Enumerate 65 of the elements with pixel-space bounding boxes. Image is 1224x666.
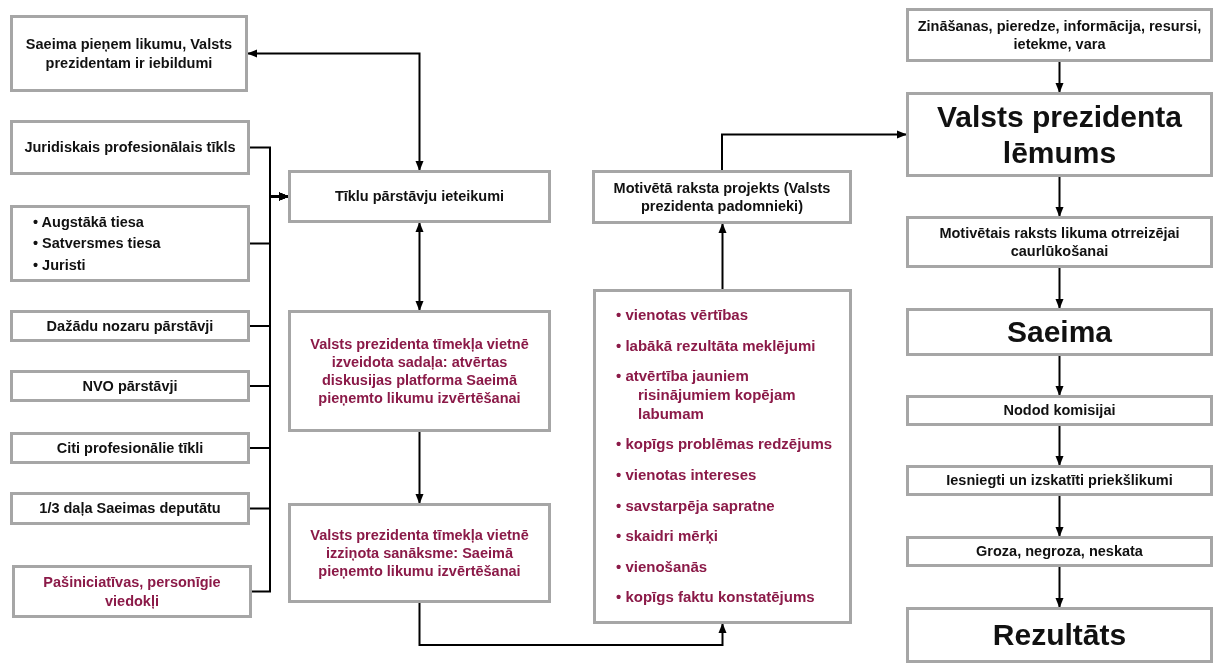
process-box bbox=[906, 216, 1213, 268]
box-label: Valsts prezidenta tīmekļa vietnē izziņota sanāksme: Saeimā pieņemto likumu izvērtēšanai bbox=[309, 525, 530, 581]
double-arrow bbox=[247, 49, 424, 171]
box-label: Tīklu pārstāvju ieteikumi bbox=[334, 187, 505, 206]
process-box bbox=[906, 395, 1213, 426]
process-box bbox=[10, 492, 250, 525]
box-label: Pašiniciatīvas, personīgie viedokļi bbox=[42, 573, 222, 610]
arrow bbox=[1055, 176, 1064, 217]
list-item: • kopīgs faktu konstatējums bbox=[616, 588, 816, 608]
arrow bbox=[1055, 495, 1064, 537]
arrow bbox=[1055, 355, 1064, 396]
process-box bbox=[906, 536, 1213, 567]
arrow bbox=[415, 431, 424, 504]
process-box bbox=[288, 503, 551, 603]
list-item: • vienotas intereses bbox=[616, 465, 758, 485]
double-arrow bbox=[415, 222, 424, 311]
arrow bbox=[1055, 566, 1064, 608]
box-label: Zināšanas, pieredze, informācija, resursi, ietekme, vara bbox=[916, 16, 1203, 54]
box-label: Iesniegti un izskatīti priekšlikumi bbox=[946, 471, 1173, 490]
arrow bbox=[721, 130, 907, 171]
process-box bbox=[906, 8, 1213, 62]
arrow bbox=[1055, 61, 1064, 93]
process-box bbox=[288, 170, 551, 223]
list-item: • atvērtība jauniem risinājumiem kopējam labumam bbox=[616, 367, 797, 424]
box-label: 1/3 daļa Saeimas deputātu bbox=[39, 499, 221, 518]
box-label: Saeima bbox=[1006, 314, 1113, 350]
process-box bbox=[10, 432, 250, 464]
list-item: • savstarpēja sapratne bbox=[616, 496, 776, 516]
arrow bbox=[1055, 267, 1064, 309]
list-item: • Satversmes tiesa bbox=[33, 234, 162, 253]
process-box bbox=[10, 370, 250, 402]
list-item: • Augstākā tiesa bbox=[33, 213, 145, 232]
process-box bbox=[12, 565, 252, 618]
process-box bbox=[288, 310, 551, 432]
arrow bbox=[418, 602, 727, 646]
process-box bbox=[10, 15, 248, 92]
box-label: Motivētā raksta projekts (Valsts prezidenta padomnieki) bbox=[612, 178, 832, 216]
box-label: Groza, negroza, neskata bbox=[976, 542, 1143, 561]
process-box bbox=[593, 289, 852, 624]
process-box bbox=[906, 308, 1213, 356]
list-item: • kopīgs problēmas redzējums bbox=[616, 435, 834, 454]
box-label: Rezultāts bbox=[992, 617, 1127, 653]
process-box bbox=[10, 205, 250, 282]
box-label: Valsts prezidenta tīmekļa vietnē izveidota sadaļa: atvērtas diskusijas platforma Saeimā pieņemto likumu izvērtēšanai bbox=[309, 334, 530, 408]
process-box bbox=[906, 607, 1213, 663]
process-box bbox=[906, 465, 1213, 496]
box-label: Saeima pieņem likumu, Valsts prezidentam ir iebildumi bbox=[24, 35, 234, 72]
list-item: • vienotas vērtības bbox=[616, 305, 749, 325]
list-item: • skaidri mērķi bbox=[616, 527, 719, 546]
process-box bbox=[592, 170, 852, 224]
box-label: Nodod komisijai bbox=[1003, 401, 1116, 420]
box-label: NVO pārstāvji bbox=[82, 376, 178, 396]
process-box bbox=[906, 92, 1213, 177]
process-box bbox=[10, 310, 250, 342]
list-item: • labākā rezultāta meklējumi bbox=[616, 336, 817, 356]
arrow bbox=[1055, 425, 1064, 466]
process-box bbox=[10, 120, 250, 175]
box-label: Juridiskais profesionālais tīkls bbox=[24, 138, 236, 157]
arrow bbox=[718, 223, 727, 290]
list-item: • Juristi bbox=[33, 255, 87, 274]
box-label: Valsts prezidenta lēmums bbox=[935, 98, 1184, 171]
box-label: Citi profesionālie tīkli bbox=[56, 438, 204, 458]
box-label: Dažādu nozaru pārstāvji bbox=[46, 316, 214, 336]
box-label: Motivētais raksts likuma otrreizējai caurlūkošanai bbox=[938, 223, 1181, 261]
list-item: • vienošanās bbox=[616, 557, 709, 577]
